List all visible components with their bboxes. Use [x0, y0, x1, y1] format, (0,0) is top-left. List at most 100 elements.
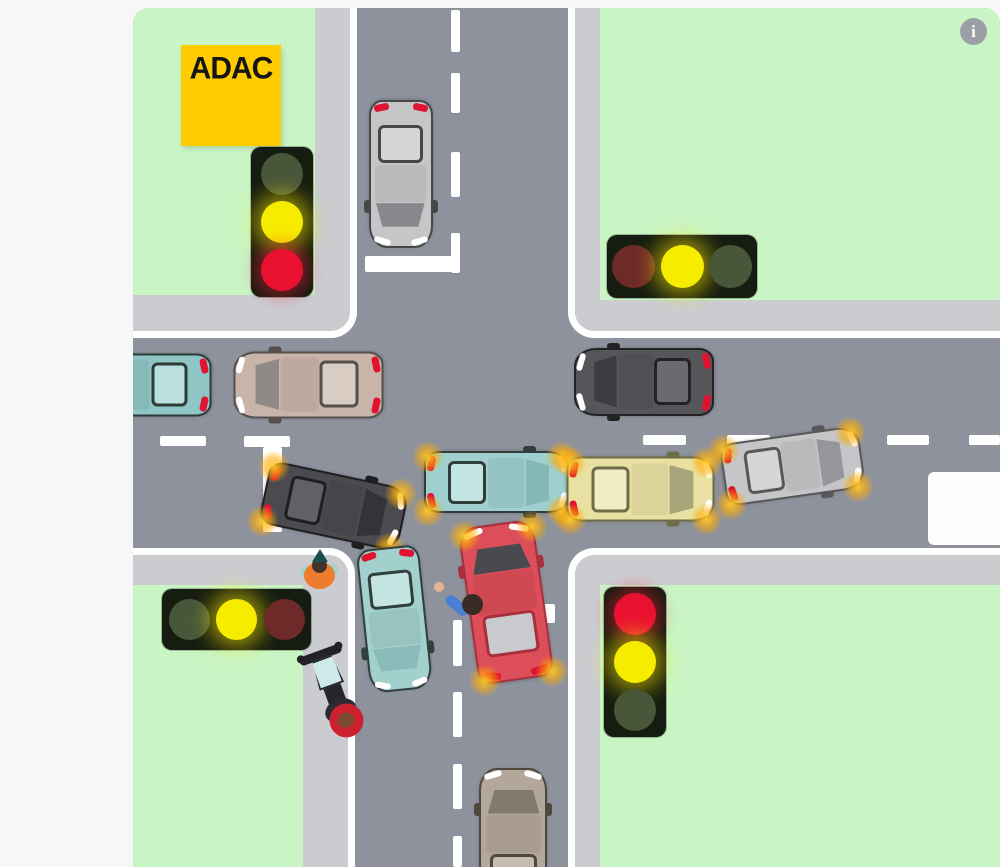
- car-windshield: [372, 645, 422, 673]
- car-roof: [472, 568, 538, 616]
- car-headlight: [410, 235, 429, 247]
- hazard-glow: [712, 486, 749, 523]
- lamp-red-off: [612, 245, 656, 288]
- lamp-yellow-on: [614, 641, 656, 683]
- car-headlight: [410, 675, 428, 688]
- car-mirror: [364, 200, 371, 214]
- car-taillight: [198, 357, 209, 375]
- road-marking-lane-dash: [887, 435, 929, 445]
- car-rear-window: [590, 466, 630, 513]
- car-windshield: [255, 359, 279, 410]
- car-mirror: [522, 446, 536, 453]
- car-mirror: [810, 424, 825, 434]
- tan-car-west-leaving: [233, 346, 383, 424]
- hazard-glow: [243, 502, 282, 541]
- info-button[interactable]: i: [960, 18, 987, 45]
- lamp-red-off: [263, 599, 305, 640]
- car-roof: [779, 438, 822, 493]
- hazard-glow: [534, 653, 571, 690]
- lamp-green-off: [168, 599, 210, 640]
- road-marking-lane-dash: [160, 436, 206, 446]
- car-taillight: [373, 102, 390, 113]
- car-taillight: [370, 355, 381, 374]
- car-taillight: [360, 551, 377, 563]
- car-roof: [630, 463, 668, 516]
- hazard-glow: [254, 447, 293, 486]
- hazard-glow: [446, 518, 483, 555]
- road-marking-lane-dash: [451, 152, 460, 197]
- hazard-glow: [412, 495, 444, 527]
- car-mirror: [474, 803, 481, 816]
- car-mirror: [606, 343, 620, 350]
- car-rear-window: [742, 446, 785, 496]
- car-roof: [374, 164, 426, 202]
- car-mirror: [666, 451, 680, 459]
- car-rear-window: [150, 362, 188, 407]
- lamp-red-on: [614, 593, 656, 635]
- car-mirror: [666, 519, 680, 527]
- road-marking-lane-dash: [453, 620, 462, 666]
- lamp-red-on: [261, 249, 303, 291]
- hazard-glow: [554, 503, 586, 536]
- road-marking-lane-dash: [643, 435, 686, 445]
- lamp-yellow-on: [660, 245, 704, 288]
- lamp-green-off: [261, 153, 303, 195]
- traffic-light-bottom-right: [604, 587, 666, 737]
- pedestrian-orange-shirt: [300, 549, 340, 598]
- hazard-glow: [382, 474, 421, 513]
- car-roof: [487, 457, 525, 508]
- traffic-light-top-right: [607, 235, 757, 298]
- driver-hand: [434, 582, 444, 592]
- lamp-green-off: [614, 689, 656, 731]
- car-headlight: [234, 356, 246, 375]
- car-rear-window: [319, 360, 358, 408]
- road-marking-lane-dash: [453, 836, 462, 867]
- road-marking-t-mark-bar: [244, 436, 290, 447]
- road-marking-stop-line: [365, 256, 460, 272]
- lamp-green-off: [708, 245, 752, 288]
- beige-car-north-approach: [474, 768, 552, 867]
- driver-head: [462, 594, 483, 615]
- car-mirror: [425, 640, 435, 655]
- car-windshield: [669, 465, 693, 514]
- car-rear-window: [377, 124, 423, 164]
- road-marking-lane-dash: [453, 692, 462, 737]
- road-marking-lane-dash: [451, 10, 460, 52]
- car-mirror: [545, 803, 552, 816]
- adac-logo-sign: ADAC: [181, 45, 281, 146]
- hazard-glow: [513, 508, 550, 545]
- teal-car-south-leaving: [355, 544, 435, 694]
- car-mirror: [457, 565, 467, 580]
- car-mirror: [535, 554, 545, 569]
- car-taillight: [398, 548, 414, 558]
- car-roof: [133, 359, 150, 410]
- road-marking-lane-dash: [453, 764, 462, 809]
- silver-car-north-approach: [364, 100, 438, 248]
- yellow-car-hazard-east: [554, 446, 722, 536]
- road-marking-lane-dash: [451, 233, 460, 273]
- adac-logo-text: ADAC: [189, 51, 274, 86]
- car-roof: [280, 357, 318, 412]
- info-icon: i: [971, 21, 976, 41]
- car-mirror: [364, 474, 379, 485]
- intersection-scene: ADAC i: [133, 8, 1000, 867]
- lamp-yellow-on: [216, 599, 257, 640]
- car-windshield: [487, 789, 540, 814]
- car-rear-window: [489, 854, 538, 867]
- car-mirror: [606, 414, 620, 421]
- car-rear-window: [366, 568, 415, 611]
- grass-bottom-right: [600, 585, 1000, 867]
- car-headlight: [575, 392, 587, 412]
- road-marking-lane-dash: [451, 73, 460, 113]
- rider-hair: [335, 710, 357, 731]
- darkgray-car-west-approach: [574, 343, 714, 421]
- car-roof: [486, 815, 541, 853]
- road-marking-lane-dash: [969, 435, 1000, 445]
- traffic-light-bottom-left: [162, 589, 311, 650]
- teal-car-hazard-east: [412, 441, 578, 527]
- car-headlight: [575, 352, 587, 372]
- car-roof: [367, 607, 422, 649]
- traffic-light-top-left: [251, 147, 313, 297]
- car-mirror: [268, 346, 281, 354]
- car-mirror: [360, 647, 369, 661]
